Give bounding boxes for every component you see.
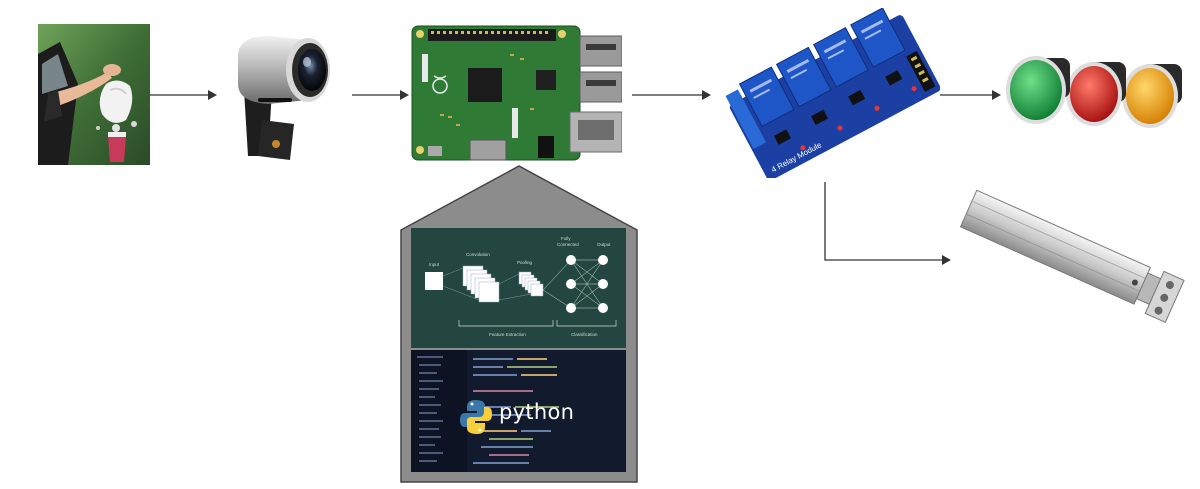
classification-bracket [556, 320, 617, 327]
cnn-output-node [598, 255, 608, 265]
cnn-diagram-panel: Input Convolution Pooling Fully Connecte… [411, 228, 626, 348]
raspberry-pi-board [410, 24, 623, 164]
cnn-fc-label-1: Fully [561, 236, 571, 241]
cnn-fc-node [566, 303, 576, 313]
cnn-output-node [598, 279, 608, 289]
arrow-relay-to-lamps [940, 90, 1001, 100]
arrow-raspberry-to-relay [632, 90, 711, 100]
indicator-lamps [1000, 50, 1192, 134]
cnn-convolution-label: Convolution [466, 252, 490, 257]
webcam-image [228, 28, 343, 163]
trash-throwing-photo [38, 24, 150, 165]
cnn-fc-node [566, 255, 576, 265]
feature-extraction-bracket [458, 320, 554, 327]
pneumatic-cylinder [959, 186, 1188, 338]
python-logo-icon [460, 400, 492, 434]
cnn-fc-label-2: Connected [557, 242, 579, 247]
python-code-panel: python [411, 350, 626, 472]
cnn-pooling-label: Pooling [517, 260, 533, 265]
cnn-input-label: Input [429, 262, 440, 267]
classification-label: Classification [571, 332, 598, 337]
cnn-output-label: Output [597, 242, 611, 247]
cnn-fc-node [566, 279, 576, 289]
arrow-camera-to-raspberry [352, 90, 409, 100]
feature-extraction-label: Feature Extraction [489, 332, 526, 337]
cnn-output-node [598, 303, 608, 313]
arrow-relay-to-cylinder [824, 182, 951, 265]
cnn-pool-stack [518, 271, 544, 297]
cnn-fc-connections [542, 259, 604, 309]
python-logo-text: python [499, 400, 575, 424]
relay-module: 4 Relay Module [714, 7, 941, 181]
cnn-conv-stack [462, 265, 500, 303]
cnn-input-square [425, 272, 443, 290]
arrow-photo-to-camera [150, 90, 217, 100]
